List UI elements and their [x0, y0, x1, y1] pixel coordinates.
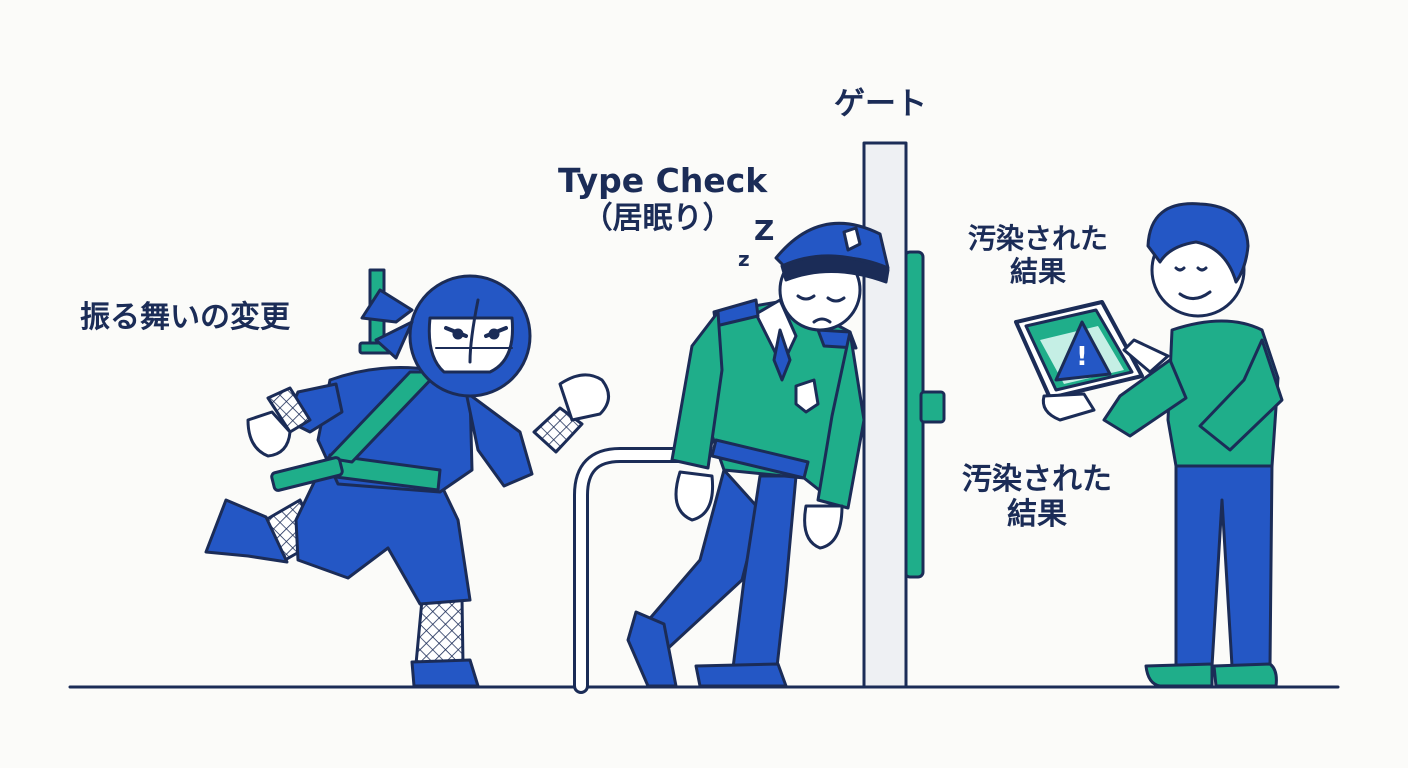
warning-icon: [1054, 320, 1112, 382]
behavior-change-label: 振る舞いの変更: [80, 300, 290, 335]
gate-label: ゲート: [834, 86, 927, 122]
tainted-top-line2: 結果: [1010, 255, 1067, 289]
tainted-bottom-line1: 汚染された: [962, 462, 1112, 497]
sleeping-guard-figure: [626, 221, 890, 688]
warning-exclamation: !: [1076, 342, 1088, 372]
gate-pillar: [862, 141, 946, 689]
sleep-z-small: z: [738, 247, 750, 271]
sleep-z-large: Z: [754, 214, 775, 247]
person-with-tablet: [1014, 202, 1284, 688]
type-check-title: Type Check: [558, 161, 768, 200]
turnstile-bar: [573, 447, 698, 694]
type-check-label: Type Check （居眠り）: [558, 161, 768, 236]
tainted-bottom-line2: 結果: [1007, 497, 1067, 533]
ninja-figure: [204, 268, 610, 688]
type-check-subtitle: （居眠り）: [582, 200, 733, 236]
tainted-top-line1: 汚染された: [968, 222, 1109, 255]
tainted-result-label-top: 汚染された 結果: [968, 222, 1108, 288]
tainted-result-label-bottom: 汚染された 結果: [962, 462, 1112, 533]
